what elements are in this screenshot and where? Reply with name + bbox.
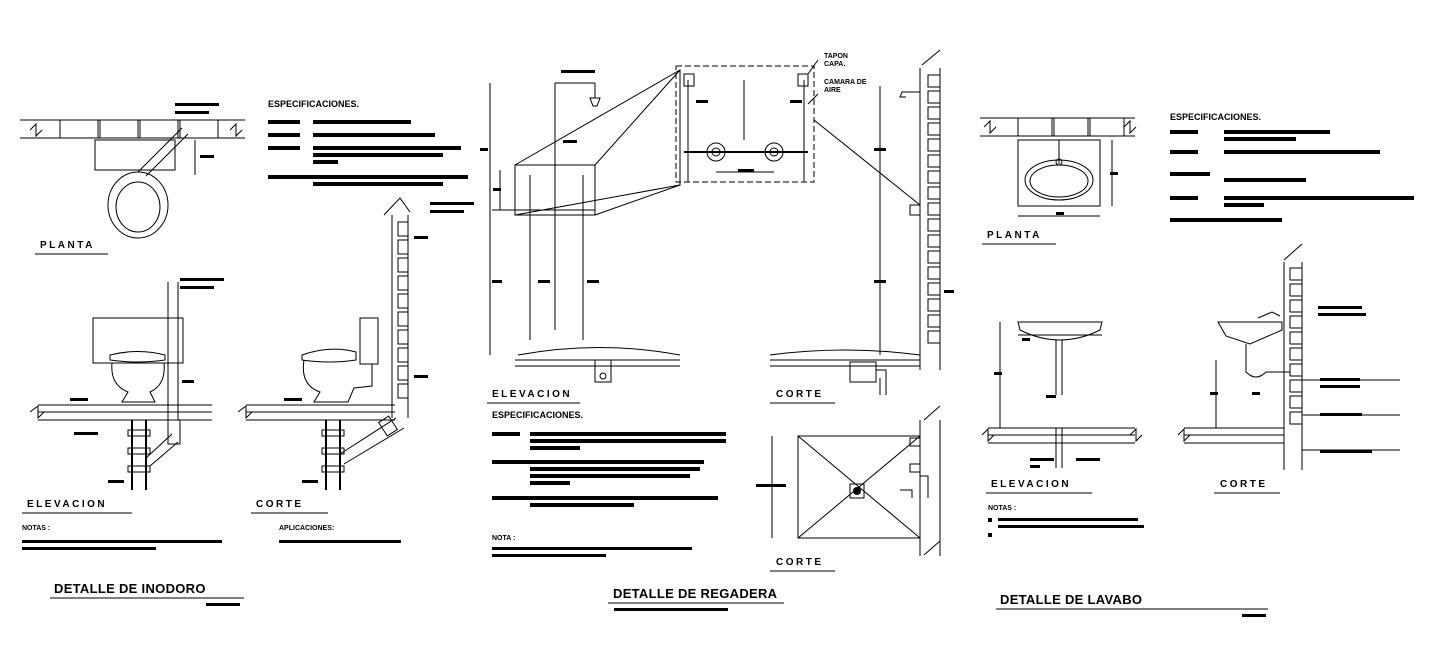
lavabo-planta-drawing (980, 117, 1137, 217)
regadera-spec-lines (492, 432, 726, 507)
regadera-elevacion-label: ELEVACION (492, 389, 572, 400)
inodoro-planta-drawing (20, 103, 245, 239)
inodoro-elevacion-label: ELEVACION (27, 499, 107, 510)
lavabo-section: PLANTA ESPECIFICACIONES. (980, 112, 1414, 617)
regadera-tapon-label-2: CAPA. (824, 61, 845, 68)
lavabo-spec-lines (1170, 130, 1414, 222)
regadera-section: TAPON CAPA. CAMARA DE AIRE ELEVACION (480, 49, 954, 611)
regadera-corte-label: CORTE (776, 389, 824, 400)
lavabo-elevacion-label: ELEVACION (991, 479, 1071, 490)
regadera-corte-drawing (769, 49, 954, 395)
lavabo-corte-label: CORTE (1220, 479, 1268, 490)
inodoro-planta-label: PLANTA (40, 240, 95, 251)
inodoro-especificaciones-heading: ESPECIFICACIONES. (268, 99, 359, 109)
inodoro-corte-label: CORTE (256, 499, 304, 510)
inodoro-title: DETALLE DE INODORO (54, 581, 206, 596)
inodoro-elevacion-drawing (29, 278, 224, 490)
regadera-camara-label: CAMARA DE (824, 79, 867, 86)
inodoro-aplicaciones-heading: APLICACIONES: (279, 525, 334, 532)
inodoro-notas-heading: NOTAS : (22, 525, 50, 532)
lavabo-corte-drawing (1177, 243, 1400, 470)
lavabo-title: DETALLE DE LAVABO (1000, 592, 1142, 607)
lavabo-notas-heading: NOTAS : (988, 505, 1016, 512)
regadera-tapon-label: TAPON (824, 53, 848, 60)
regadera-especificaciones-heading: ESPECIFICACIONES. (492, 410, 583, 420)
regadera-corte-2-label: CORTE (776, 557, 824, 568)
regadera-title: DETALLE DE REGADERA (613, 586, 778, 601)
inodoro-section: PLANTA ESPECIFICACIONES. (20, 99, 474, 606)
regadera-elevacion-drawing (480, 69, 681, 383)
regadera-planta-drawing (756, 405, 941, 556)
inodoro-spec-lines (268, 120, 468, 186)
regadera-camara-label-2: AIRE (824, 87, 841, 94)
lavabo-elevacion-drawing (981, 321, 1143, 468)
inodoro-corte-drawing (237, 197, 474, 490)
lavabo-planta-label: PLANTA (987, 230, 1042, 241)
regadera-detail-box (675, 59, 921, 206)
regadera-nota-heading: NOTA : (492, 535, 515, 542)
lavabo-especificaciones-heading: ESPECIFICACIONES. (1170, 112, 1261, 122)
